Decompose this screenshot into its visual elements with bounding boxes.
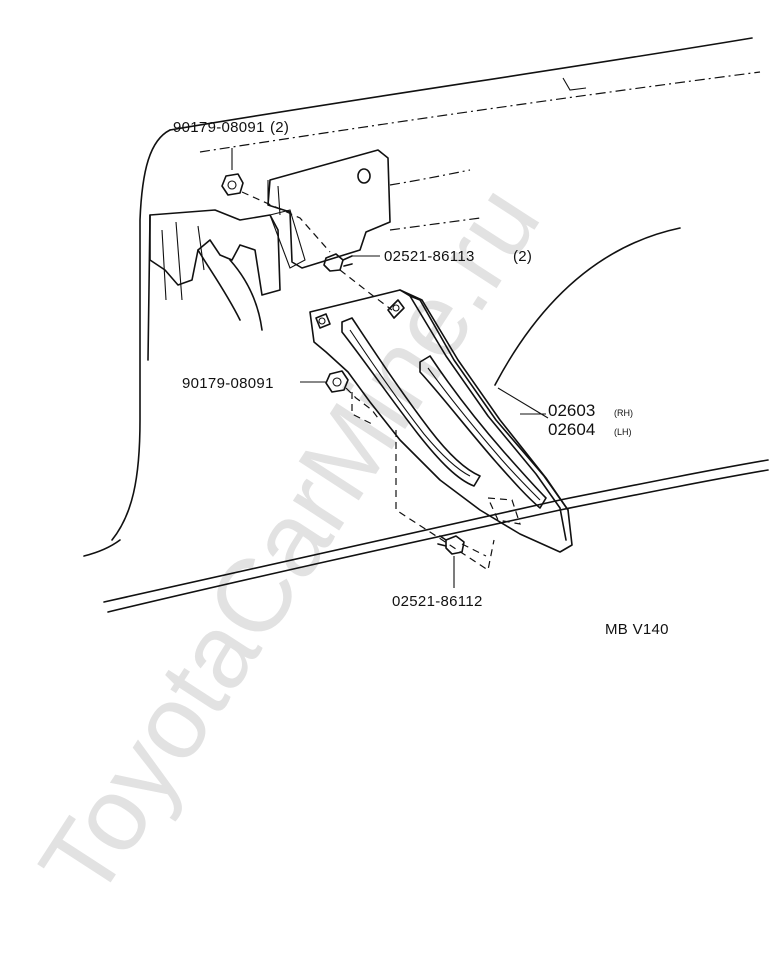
label-screw-lower: 02521-86112: [392, 593, 483, 610]
part-number-lh: 02604: [548, 420, 595, 439]
part-number: 02521-86112: [392, 593, 483, 610]
watermark: ToyotaCarMine.ru: [18, 166, 562, 918]
screw-upper-icon: [323, 253, 380, 272]
inner-bracket: [147, 209, 306, 361]
part-number-rh: 02603: [548, 401, 595, 420]
part-qty: (2): [270, 119, 289, 136]
part-number: 90179-08091: [182, 375, 274, 392]
part-number: 90179-08091: [173, 119, 265, 136]
label-panel: 02603 (RH) 02604 (LH): [548, 401, 633, 439]
label-clip-top: 90179-08091 (2): [173, 119, 289, 136]
label-screw-upper: 02521-86113 (2): [384, 248, 532, 265]
part-number: 02521-86113: [384, 248, 475, 265]
side-lh: (LH): [614, 427, 632, 437]
clip-mid-icon: [300, 370, 349, 393]
screw-lower-icon: [437, 535, 465, 588]
side-panel: [309, 289, 573, 553]
label-clip-mid: 90179-08091: [182, 375, 274, 392]
diagram-code: MB V140: [605, 621, 669, 638]
clip-top-icon: [221, 148, 244, 196]
mounting-plate: [267, 149, 481, 269]
side-rh: (RH): [614, 408, 633, 418]
part-qty: (2): [513, 248, 532, 265]
